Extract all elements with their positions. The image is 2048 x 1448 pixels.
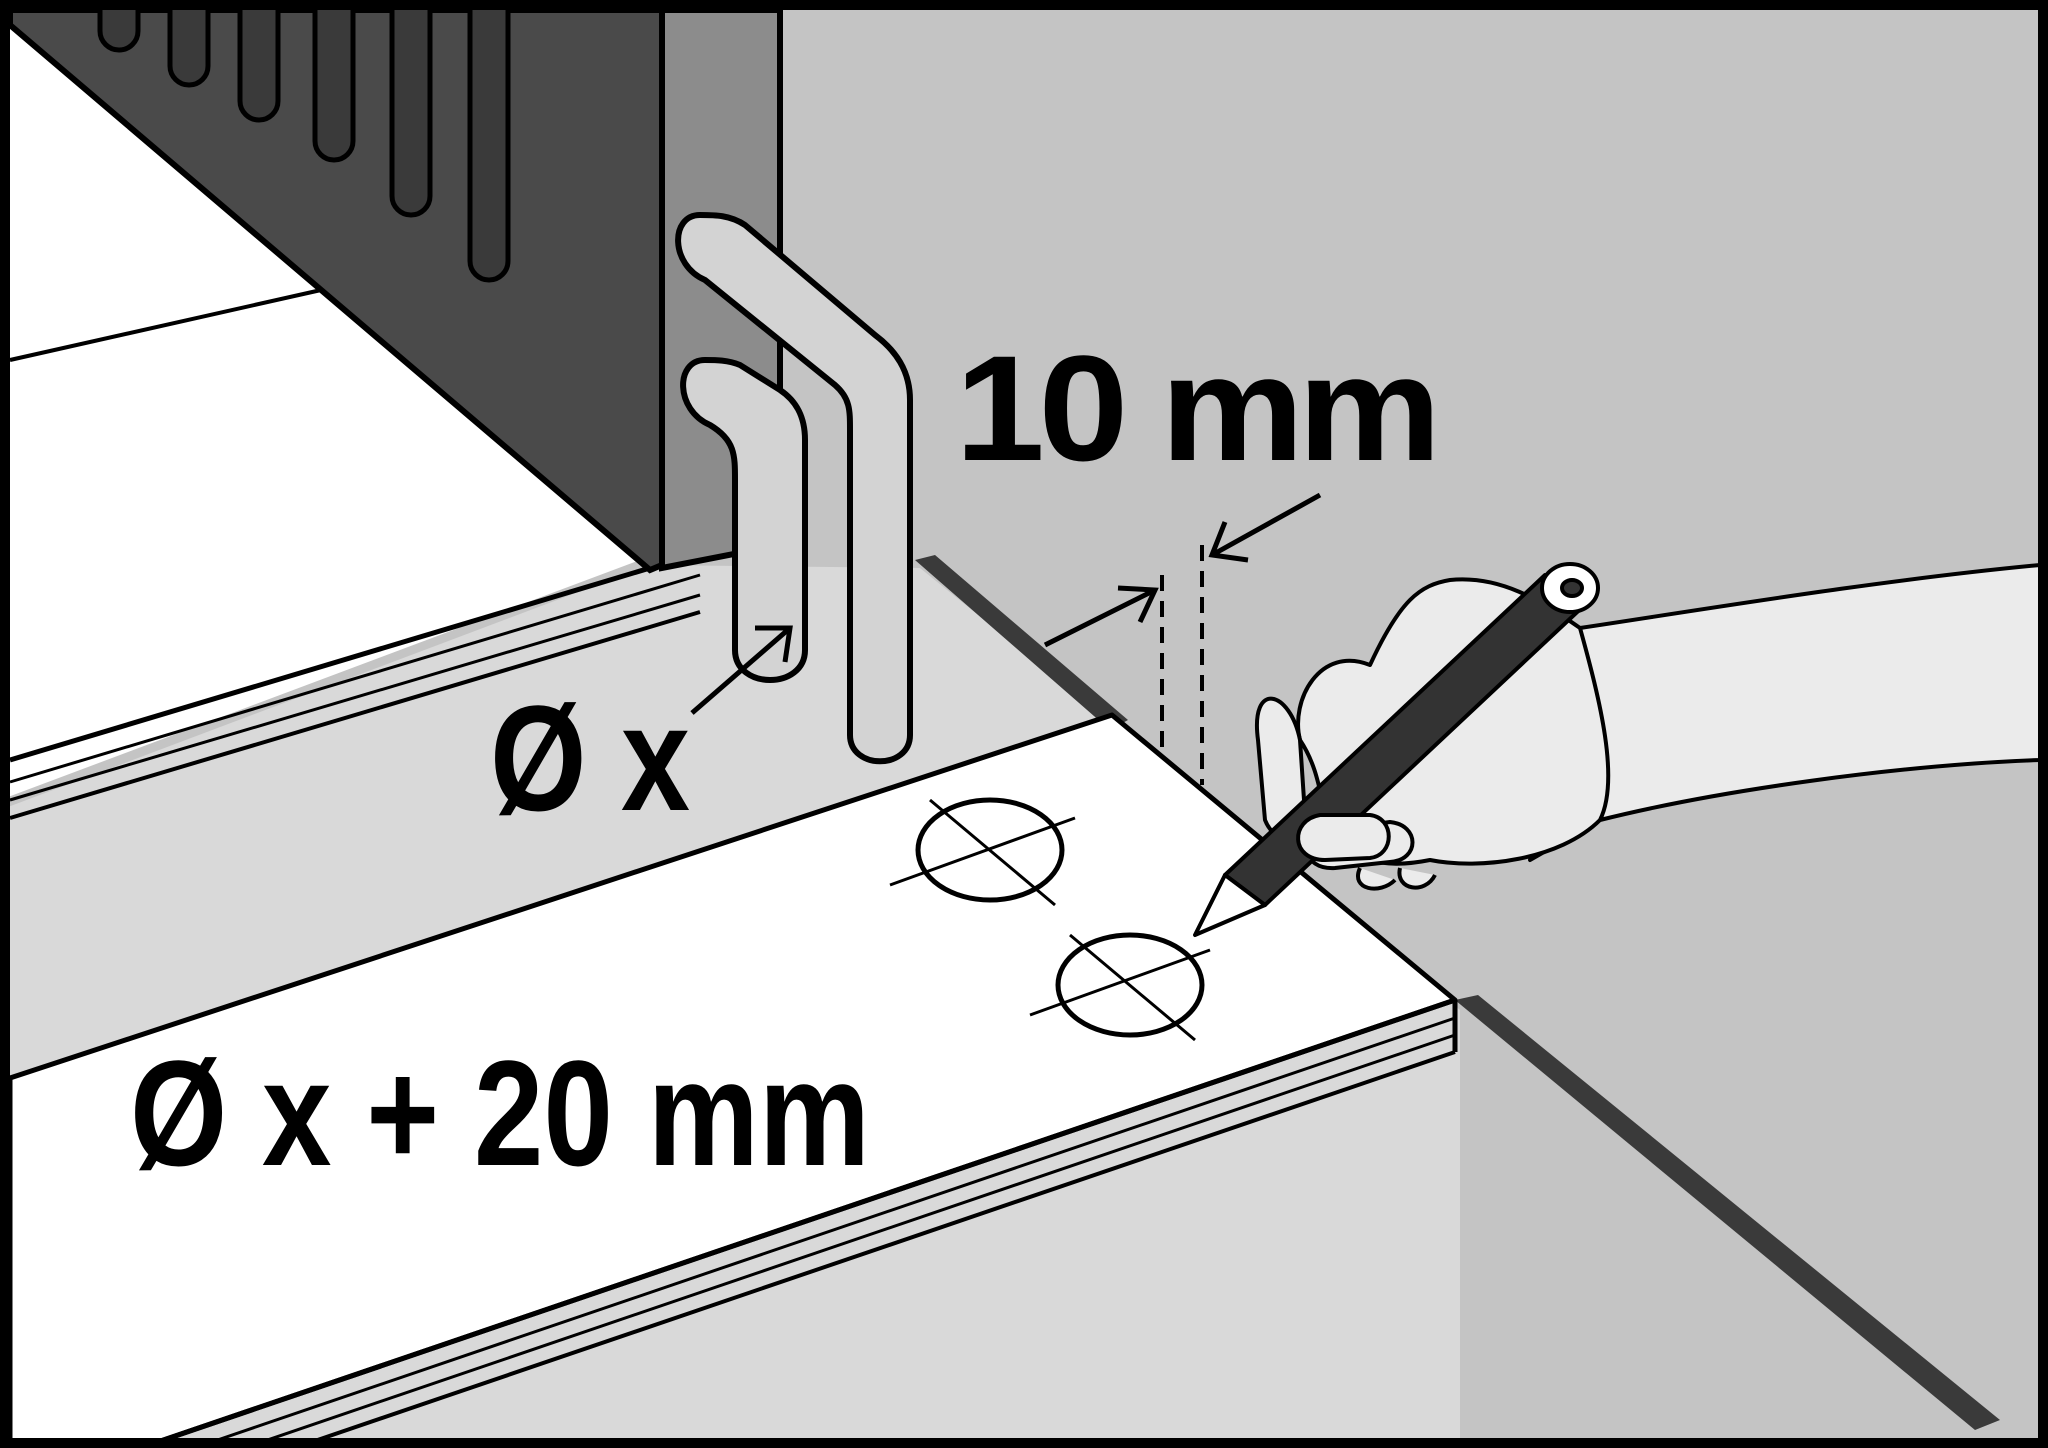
offset-label: 10 mm [955,324,1435,492]
wall-floor-shadow-right [1455,995,2000,1430]
pipe-front [680,357,808,683]
arrow-icon [1208,492,1322,563]
laminate-board [7,712,1458,1448]
hole-mark-rear [915,797,1065,903]
hole-diameter-label: Ø x + 20 mm [130,1029,870,1197]
hand-icon [1193,562,2042,937]
index-finger [1296,813,1391,862]
pencil-tip [1193,873,1267,937]
arrow-icon [1043,585,1159,648]
offset-dimension [1043,492,1322,785]
laminate-edge-back [9,550,701,820]
arrow-icon [690,625,793,715]
hole-mark-front [1055,932,1205,1038]
floor-plank-line [9,286,331,362]
hole-marks [889,797,1211,1042]
board-edge [139,997,1458,1448]
pipe-diameter-label: Ø x [490,674,690,842]
pipe-rear [675,212,913,765]
radiator-fins [97,0,511,283]
pipe-icon [675,212,913,765]
wall-floor-shadow [915,555,1128,730]
